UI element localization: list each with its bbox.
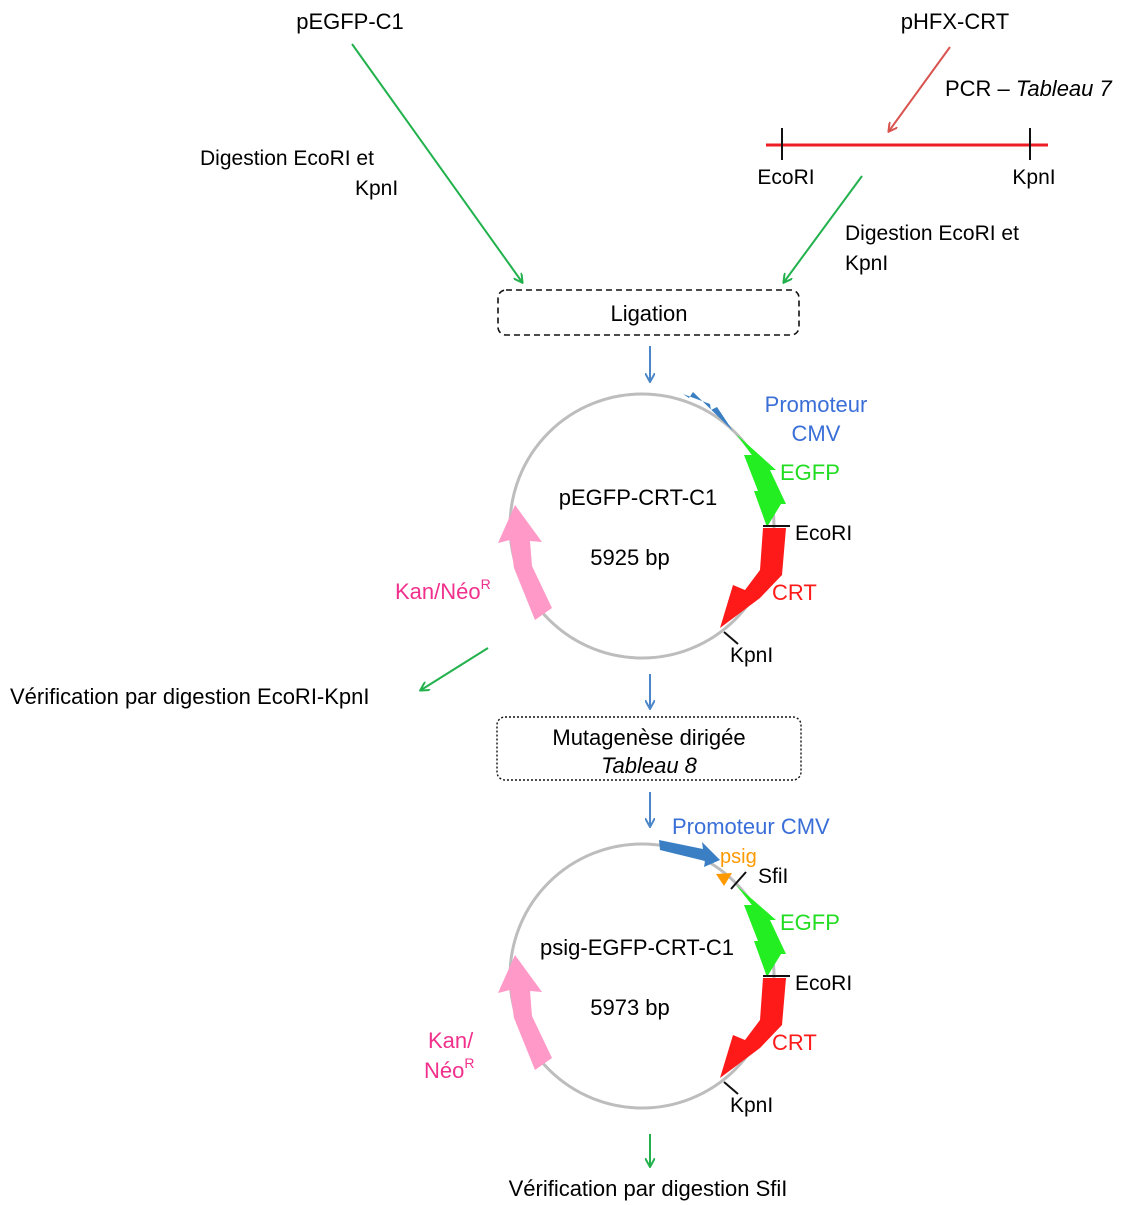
plasmid-2-kan-line1: Kan/ [428, 1028, 474, 1053]
plasmid-1 [498, 392, 790, 660]
plasmid-2-sfii-label: SfiI [758, 865, 788, 888]
digestion-right-line2: KpnI [845, 252, 888, 275]
kan-neo-arrow [498, 505, 552, 620]
promoter-cmv-arrow [683, 392, 733, 431]
mutagenesis-line1: Mutagenèse dirigée [552, 725, 745, 750]
source-phfx-crt: pHFX-CRT [901, 9, 1009, 34]
plasmid-1-size: 5925 bp [590, 545, 670, 570]
plasmid-2-size: 5973 bp [590, 995, 670, 1020]
plasmid-2-psig-label: psig [720, 846, 757, 868]
plasmid-1-egfp-label: EGFP [780, 460, 840, 485]
kpni-tick-plasmid1 [723, 631, 739, 645]
kpni-tick-plasmid2 [723, 1081, 739, 1095]
plasmid-1-kpni-label: KpnI [730, 644, 773, 667]
crt-arrow [720, 528, 786, 628]
verification-2-label: Vérification par digestion SfiI [509, 1176, 788, 1201]
pcr-label: PCR – Tableau 7 [945, 76, 1113, 101]
pcr-kpni-label: KpnI [1012, 166, 1055, 189]
plasmid-1-crt-label: CRT [772, 580, 817, 605]
plasmid-1-backbone [508, 392, 776, 660]
digestion-right-line1: Digestion EcoRI et [845, 222, 1019, 245]
plasmid-2-crt-label: CRT [772, 1030, 817, 1055]
pcr-arrow [889, 46, 951, 131]
plasmid-2 [498, 840, 790, 1110]
verification-1-label: Vérification par digestion EcoRI-KpnI [10, 684, 370, 709]
green-arrow-right [784, 175, 863, 282]
green-arrow-left [351, 43, 522, 282]
sfii-tick [730, 871, 747, 890]
plasmid-1-promoter-line1: Promoteur [765, 392, 868, 417]
digestion-left-line2: KpnI [355, 177, 398, 200]
pcr-ecori-label: EcoRI [757, 166, 814, 189]
plasmid-2-backbone [508, 842, 776, 1110]
crt-arrow-2 [720, 978, 786, 1078]
egfp-arrow [736, 434, 786, 527]
kan-neo-arrow-2 [498, 955, 552, 1070]
ligation-label: Ligation [610, 301, 687, 326]
mutagenesis-line2: Tableau 8 [601, 753, 698, 778]
plasmid-1-ecori-label: EcoRI [795, 522, 852, 545]
psig-arrow [716, 873, 732, 886]
source-pegfp-c1: pEGFP-C1 [296, 9, 404, 34]
ligation-box [497, 289, 800, 336]
digestion-left-line1: Digestion EcoRI et [200, 147, 374, 170]
egfp-arrow-2 [736, 885, 786, 977]
plasmid-2-kan-line2: NéoR [424, 1055, 474, 1083]
promoter-cmv-arrow-2 [659, 840, 720, 867]
plasmid-2-kpni-label: KpnI [730, 1094, 773, 1117]
plasmid-1-promoter-line2: CMV [792, 421, 841, 446]
mutagenesis-box [496, 716, 802, 781]
plasmid-1-kan-label: Kan/NéoR [395, 576, 491, 604]
plasmid-2-name: psig-EGFP-CRT-C1 [540, 935, 734, 960]
plasmid-1-name: pEGFP-CRT-C1 [559, 485, 718, 510]
green-arrow-verification-1 [421, 647, 489, 690]
plasmid-2-promoter-label: Promoteur CMV [672, 814, 830, 839]
plasmid-2-ecori-label: EcoRI [795, 972, 852, 995]
plasmid-2-egfp-label: EGFP [780, 910, 840, 935]
